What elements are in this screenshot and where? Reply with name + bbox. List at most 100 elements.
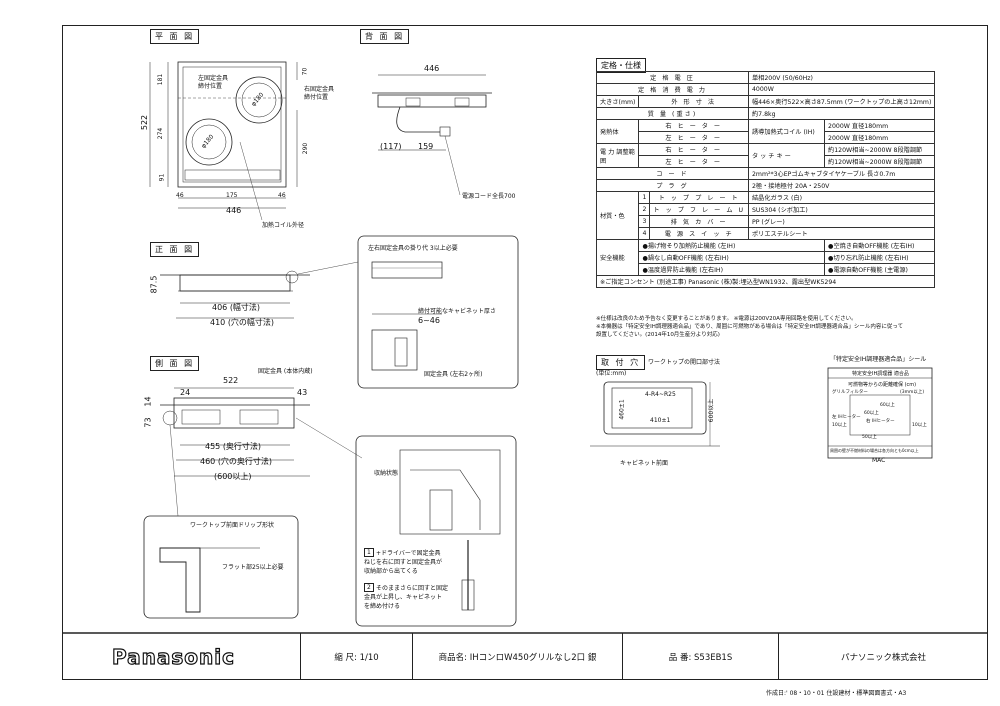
- seal-left-heater: 左 IHヒーター: [832, 415, 861, 420]
- titleblock-scale: 縮 尺: 1/10: [300, 633, 412, 680]
- mounting-hole: [611, 387, 693, 429]
- seal-line1: 特定安全IH調理器 適合品: [852, 371, 909, 377]
- front-detail-box: [357, 235, 519, 389]
- rear-dim-117: (117): [380, 142, 402, 151]
- label-mounting: 取 付 穴: [596, 355, 646, 370]
- side-body: [173, 397, 295, 429]
- seal-50: 50以上: [862, 435, 877, 440]
- note-3: 設置してください。(2014年10月生産分より対応): [596, 332, 720, 338]
- seal-60a: 60以上: [880, 403, 895, 408]
- plan-inner: [182, 66, 282, 183]
- seal-box: [827, 367, 933, 459]
- label-plan-view: 平 面 図: [150, 29, 200, 44]
- dim-46-right: 46: [278, 192, 286, 199]
- front-body: [179, 274, 291, 292]
- dim-181: 181: [157, 73, 165, 86]
- step1-text: +ドライバーで固定金具: [376, 550, 441, 557]
- step2-num: 2: [364, 583, 374, 592]
- seal-title: 「特定安全IH調理器適合品」シール: [830, 356, 927, 363]
- mounting-width: 410±1: [650, 417, 671, 424]
- drip-title: ワークトップ前面ドリップ形状: [190, 522, 275, 529]
- right-bracket-pos: 締付位置: [304, 94, 329, 101]
- step1-text-c: 収納部から出てくる: [364, 568, 418, 575]
- side-bracket: 固定金具 (本体内蔵): [258, 368, 313, 375]
- front-dim-406: 406 (幅寸法): [212, 303, 261, 312]
- dim-70: 70: [301, 67, 309, 76]
- left-bracket-label: 左固定金具: [198, 75, 229, 82]
- seal-grill: グリルフィルター: [832, 390, 868, 395]
- label-front-view: 正 面 図: [150, 242, 200, 257]
- side-dim-24: 24: [180, 388, 191, 397]
- drip-note: フラット部25以上必要: [222, 564, 284, 571]
- storage-label: 収納状態: [374, 470, 399, 477]
- control-panel: [184, 169, 281, 181]
- step2-text-b: 金具が上昇し、キャビネット: [364, 594, 443, 601]
- side-dim-43: 43: [297, 388, 308, 397]
- seal-60b: 60以上: [864, 411, 879, 416]
- seal-10b: 10以上: [912, 423, 927, 428]
- drawing-frame: [62, 25, 988, 680]
- footer-meta: 作成日:' 08・10・01 住設建材・標準図面書式・A3: [766, 690, 907, 697]
- seal-footer: 周囲の壁が不燃材料の場合は各方向とも0cm以上: [830, 448, 919, 453]
- mounting-title: ワークトップの開口部寸法: [648, 359, 721, 366]
- storage-detail-box: [355, 435, 517, 627]
- titleblock-product: 商品名: IHコンロW450グリルなし2口 銀: [412, 633, 622, 680]
- rear-body: [377, 94, 487, 108]
- titleblock-model: 品 番: S53EB1S: [622, 633, 778, 680]
- heating-coil-label: 加熱コイル外径: [262, 222, 305, 229]
- label-rear-view: 背 面 図: [360, 29, 410, 44]
- right-bracket-label: 右固定金具: [304, 86, 335, 93]
- plug: [439, 126, 451, 137]
- cabinet-front: キャビネット前面: [620, 460, 669, 467]
- left-bracket-pos: 締付位置: [198, 83, 223, 90]
- dim-446: 446: [226, 206, 242, 215]
- side-dim-522: 522: [223, 376, 239, 385]
- seal-line2: 可燃物等からの距離確保 (cm): [848, 382, 917, 388]
- power-cord: [396, 106, 440, 133]
- rear-dim-159: 159: [418, 142, 434, 151]
- detail-overlap: 左右固定金具の掛り代 3以上必要: [368, 245, 458, 252]
- seal-mac: MAC: [872, 457, 886, 464]
- drip-detail-box: [143, 515, 299, 619]
- step2-text-c: を締め付ける: [364, 603, 401, 610]
- side-dim-455: 455 (奥行寸法): [205, 442, 262, 451]
- rear-dim-446: 446: [424, 64, 440, 73]
- seal-10a: 10以上: [832, 423, 847, 428]
- dim-274: 274: [157, 127, 165, 140]
- dim-175: 175: [226, 192, 238, 199]
- detail-cabinet-range: 6~46: [418, 316, 440, 325]
- detail-bracket: 固定金具 (左右2ヶ所): [424, 371, 483, 378]
- step1-text-b: ねじを右に回すと固定金具が: [364, 559, 443, 566]
- note-2: ※本機器は「特定安全IH調理器適合品」であり、周囲に可燃物がある場合は「特定安全…: [596, 324, 904, 330]
- side-dim-460: 460 (穴の奥行寸法): [200, 457, 273, 466]
- step1-num: 1: [364, 548, 374, 557]
- dim-46-left: 46: [176, 192, 184, 199]
- dim-290: 290: [302, 142, 310, 155]
- mounting-unit: (単位:mm): [596, 370, 627, 377]
- plan-outline: [177, 61, 287, 188]
- left-burner: [185, 118, 233, 166]
- detail-cabinet: 締付可能なキャビネット厚さ: [418, 308, 497, 315]
- mounting-depth: 460±1: [618, 399, 626, 420]
- right-burner: [235, 76, 283, 124]
- front-dim-410: 410 (穴の幅寸法): [210, 318, 275, 327]
- label-side-view: 側 面 図: [150, 356, 200, 371]
- mounting-outline: [603, 381, 707, 435]
- mounting-min: 600以上: [708, 398, 716, 423]
- side-dim-14: 14: [143, 396, 153, 407]
- side-dim-600: (600以上): [214, 472, 252, 481]
- seal-right-heater: 右 IHヒーター: [866, 419, 895, 424]
- dim-522: 522: [140, 114, 150, 131]
- dim-91: 91: [158, 173, 166, 182]
- panasonic-logo: Panasonic: [111, 644, 235, 669]
- note-1: ※仕様は改良のため予告なく変更することがあります。 ※電源は200V20A専用回…: [596, 316, 857, 322]
- side-dim-73: 73: [143, 417, 153, 428]
- front-dim-87: 87.5: [149, 275, 159, 294]
- step2-text: そのままさらに回すと固定: [376, 585, 449, 592]
- titleblock-company: パナソニック株式会社: [778, 633, 988, 680]
- seal-3mm: (3mm以上): [900, 390, 925, 395]
- mounting-radius: 4-R4~R25: [645, 391, 676, 398]
- cord-length: 電源コード全長700: [462, 193, 516, 200]
